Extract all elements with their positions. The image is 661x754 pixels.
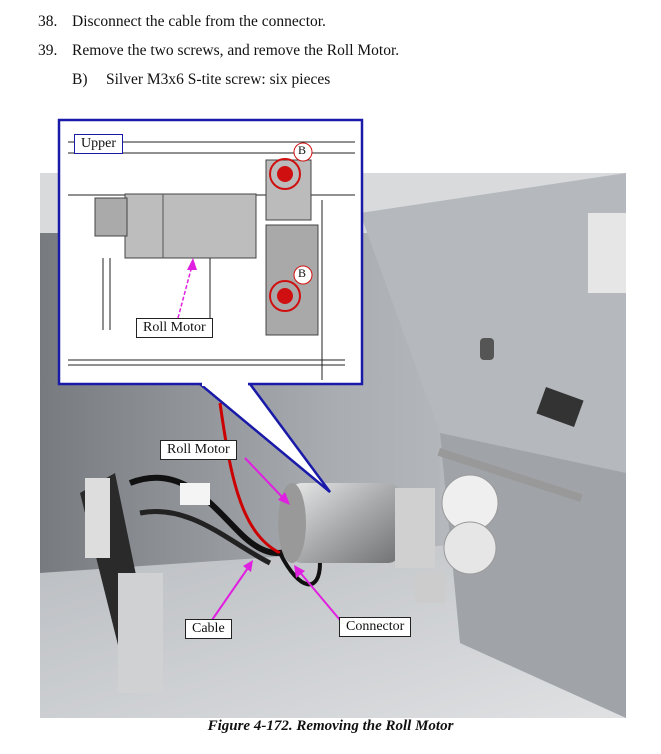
inset-roll-motor-label: Roll Motor [136, 318, 213, 338]
roll-motor-label: Roll Motor [160, 440, 237, 460]
step-text: Remove the two screws, and remove the Ro… [72, 42, 400, 59]
step-number: 39. [38, 42, 58, 59]
step-text: Disconnect the cable from the connector. [72, 13, 326, 30]
step-39: 39. Remove the two screws, and remove the… [38, 42, 399, 60]
upper-label: Upper [74, 134, 123, 154]
screw-highlight-upper [269, 158, 301, 190]
step-38: 38. Disconnect the cable from the connect… [38, 13, 326, 31]
step-number: 38. [38, 13, 58, 30]
connector-label: Connector [339, 617, 412, 637]
screw-marker-b-lower: B [298, 266, 307, 280]
screw-highlight-lower [269, 280, 301, 312]
cable-label: Cable [185, 619, 232, 639]
sub-item-b: B) Silver M3x6 S-tite screw: six pieces [72, 71, 330, 89]
sub-item-text: Silver M3x6 S-tite screw: six pieces [106, 71, 331, 88]
figure-caption: Figure 4-172. Removing the Roll Motor [207, 718, 454, 734]
sub-item-marker: B) [72, 71, 88, 88]
screw-marker-b-upper: B [298, 143, 307, 157]
